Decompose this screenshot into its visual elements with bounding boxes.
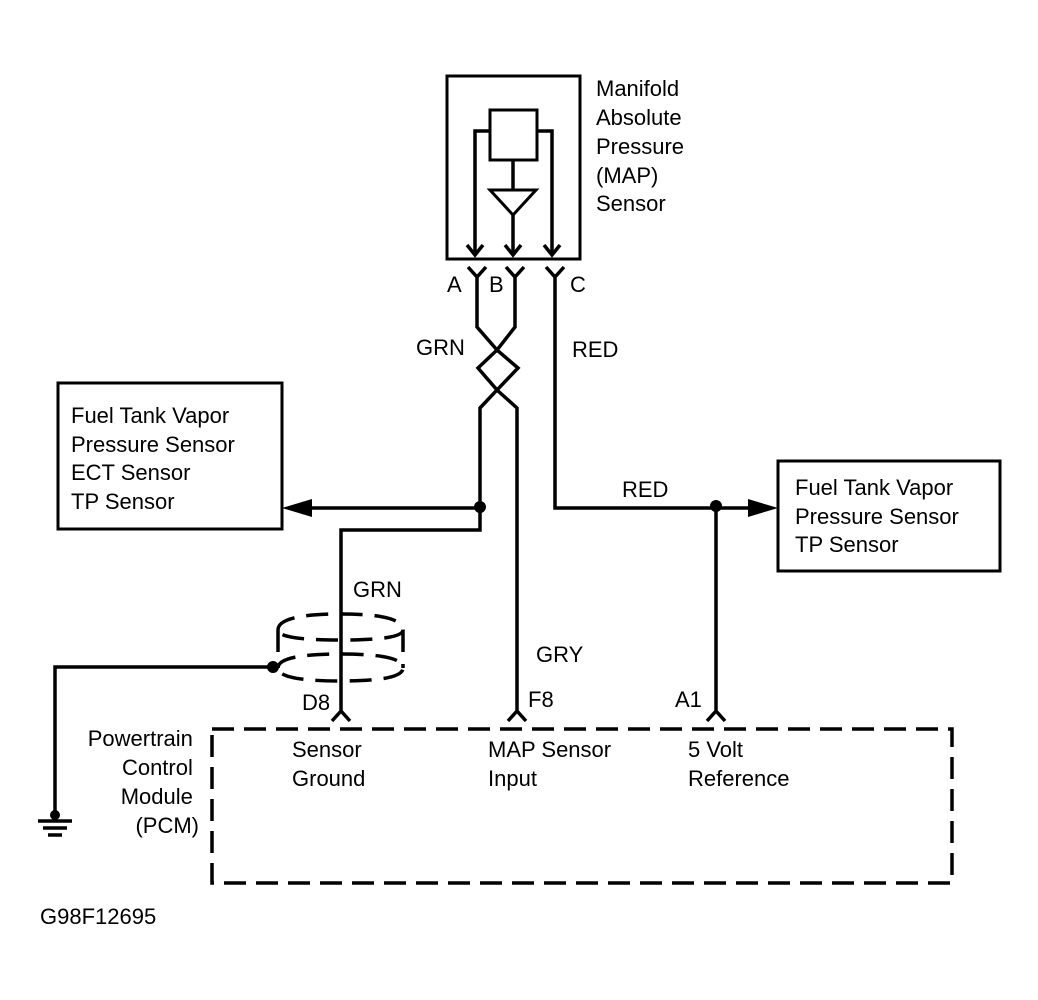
right-component-label: Fuel Tank Vapor Pressure Sensor TP Senso…	[795, 475, 965, 557]
terminal-a-label: A	[447, 272, 462, 297]
wire-a-ground	[339, 277, 500, 710]
wire-shield-drain	[53, 665, 273, 815]
map-sensor-element	[488, 108, 539, 162]
wire-b-signal	[494, 277, 521, 710]
internal-lead-a	[473, 129, 490, 255]
connector-c-icon	[544, 265, 566, 280]
pcm-connector-a1-icon	[705, 708, 727, 723]
arrow-b-icon	[503, 243, 523, 258]
internal-lead-c	[537, 129, 554, 255]
ground-icon	[38, 810, 72, 837]
amplifier-triangle-icon	[486, 188, 540, 218]
terminal-c-label: C	[570, 272, 586, 297]
left-component-label: Fuel Tank Vapor Pressure Sensor ECT Sens…	[71, 403, 241, 514]
map-sensor	[445, 74, 582, 261]
pin-d8-label: D8	[302, 690, 330, 715]
wire-color-red-upper: RED	[572, 337, 618, 362]
left-component-box	[56, 381, 284, 531]
pin-a1-function: 5 Volt Reference	[688, 737, 790, 791]
map-sensor-housing	[445, 74, 582, 261]
pcm-connector-f8-icon	[506, 708, 528, 723]
right-component-box	[776, 459, 1002, 573]
pcm-label: Powertrain Control Module (PCM)	[88, 726, 199, 838]
figure-id: G98F12695	[40, 904, 156, 929]
cable-shield	[276, 612, 405, 683]
connector-a-icon	[466, 265, 488, 280]
arrow-a-icon	[465, 243, 485, 258]
wire-color-gry: GRY	[536, 642, 584, 667]
splice-grn-dot	[474, 501, 486, 513]
pin-d8-function: Sensor Ground	[292, 737, 368, 791]
twisted-pair-wires	[339, 277, 521, 710]
pcm-box	[210, 727, 954, 885]
pin-f8-function: MAP Sensor Input	[488, 737, 617, 791]
wire-color-red-lower: RED	[622, 477, 668, 502]
shield-ring-bottom	[276, 652, 405, 683]
arrow-c-icon	[542, 243, 562, 258]
connector-b-icon	[504, 265, 526, 280]
terminal-b-label: B	[489, 272, 504, 297]
arrow-right-icon	[748, 499, 778, 517]
wire-color-grn-twisted: GRN	[416, 335, 465, 360]
wire-color-grn-shield: GRN	[353, 577, 402, 602]
wire-c-reference	[553, 277, 716, 510]
map-connector: A B C	[447, 265, 586, 297]
pcm-connector-d8-icon	[330, 708, 352, 723]
arrow-left-icon	[282, 499, 312, 517]
map-sensor-label: Manifold Absolute Pressure (MAP) Sensor	[596, 76, 690, 216]
pin-f8-label: F8	[528, 687, 554, 712]
pin-a1-label: A1	[675, 687, 702, 712]
